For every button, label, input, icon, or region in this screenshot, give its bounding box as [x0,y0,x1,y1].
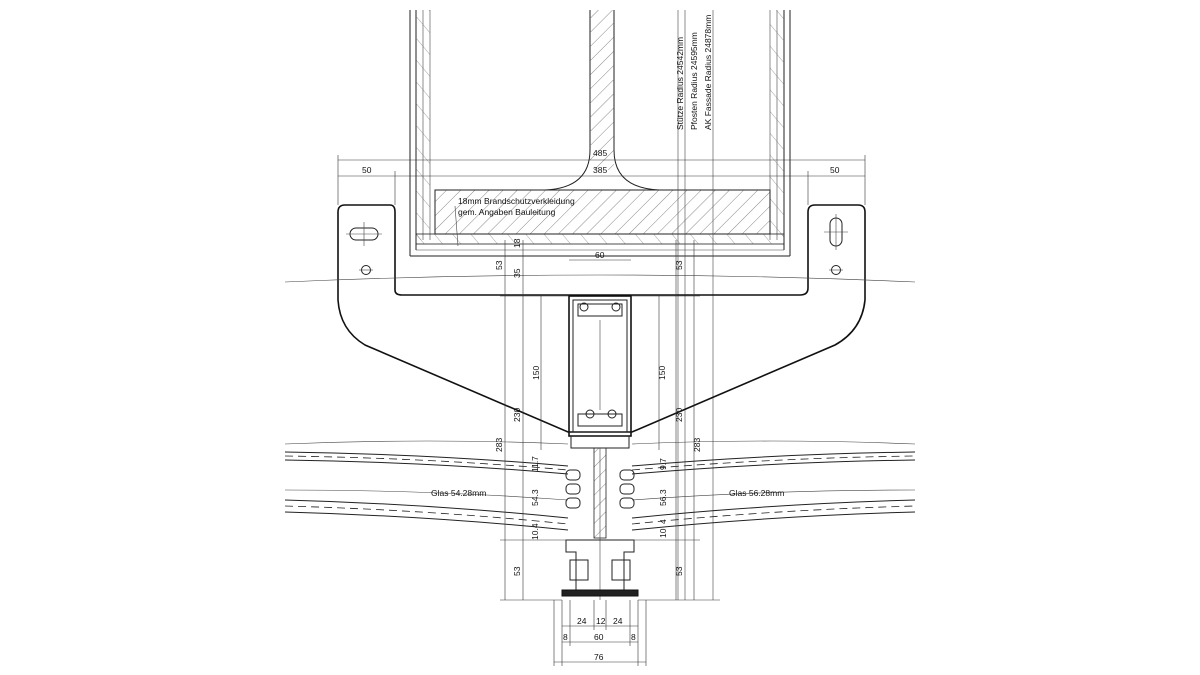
glass-panes [284,440,916,531]
dim-10-4: 10.4 [530,523,540,540]
dim-35: 35 [512,268,522,278]
dim-11-7: 11.7 [530,456,540,472]
dim-53-top-right: 53 [674,260,684,270]
bracket-plate [284,204,916,433]
mullion-profile [568,295,632,600]
label-brandschutz-2: gem. Angaben Bauleitung [458,207,556,217]
dimension-lines [337,155,866,666]
dim-60-top: 60 [595,250,605,260]
dim-385: 385 [593,165,607,175]
column-section [409,10,791,600]
dim-230-right: 230 [674,408,684,422]
dim-50-right: 50 [830,165,840,175]
dim-283-left: 283 [494,438,504,452]
dim-53-bottom-left: 53 [512,566,522,576]
label-radius-fassade: AK Fassade Radius 24878mm [703,15,713,130]
glass-labels: Glas 54.28mm Glas 56.28mm [431,488,784,498]
dim-18: 18 [512,238,522,248]
label-radius-stuetze: Stütze Radius 24542mm [675,37,685,130]
dim-8-right: 8 [631,632,636,642]
dim-53-top-left: 53 [494,260,504,270]
label-brandschutz-1: 18mm Brandschutzverkleidung [458,196,575,206]
dim-24-right: 24 [613,616,623,626]
cladding-labels: 18mm Brandschutzverkleidung gem. Angaben… [454,196,575,247]
dim-53-bottom-right: 53 [674,566,684,576]
label-glas-right: Glas 56.28mm [729,488,784,498]
dim-150-left: 150 [531,366,541,380]
dim-150-right: 150 [657,366,667,380]
dim-9-7: 9.7 [658,458,668,470]
dim-12: 12 [596,616,606,626]
dimension-texts: 485 385 50 50 18 60 53 53 35 150 150 230… [362,148,840,662]
label-radius-pfosten: Pfosten Radius 24595mm [689,32,699,130]
dim-4: 4 [658,519,668,524]
dim-10: 10 [658,528,668,538]
dim-24-left: 24 [577,616,587,626]
dim-8-left: 8 [563,632,568,642]
cover-cap [561,539,639,597]
dim-283-right: 283 [692,438,702,452]
dim-485: 485 [593,148,607,158]
dim-50-left: 50 [362,165,372,175]
radius-labels: Stütze Radius 24542mm Pfosten Radius 245… [675,15,713,130]
dim-230-left: 230 [512,408,522,422]
label-glas-left: Glas 54.28mm [431,488,486,498]
dim-60-bottom: 60 [594,632,604,642]
dim-76: 76 [594,652,604,662]
dim-54-3: 54.3 [530,489,540,506]
dim-56-3: 56.3 [658,489,668,506]
